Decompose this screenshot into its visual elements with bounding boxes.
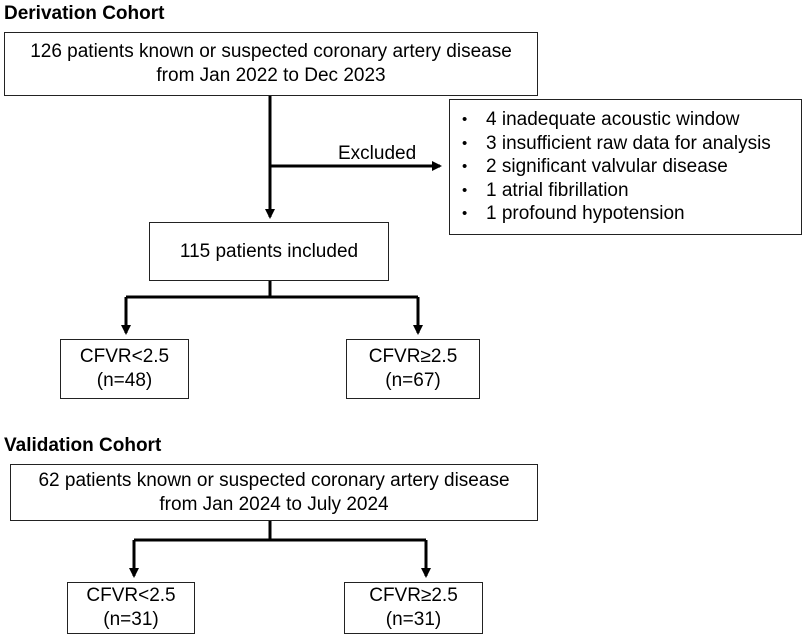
excluded-label: Excluded <box>338 143 417 164</box>
exclusion-item: •2 significant valvular disease <box>462 156 728 177</box>
derivation-source-box: 126 patients known or suspected coronary… <box>4 32 538 96</box>
derivation-source-line1: 126 patients known or suspected coronary… <box>30 41 512 62</box>
derivation-high-count: (n=67) <box>385 370 441 391</box>
exclusion-item: •3 insufficient raw data for analysis <box>462 132 771 154</box>
included-label: 115 patients included <box>179 240 359 262</box>
validation-high-label: CFVR≥2.5 <box>369 585 458 606</box>
validation-low-count: (n=31) <box>103 609 159 630</box>
derivation-low-group-box: CFVR<2.5 (n=48) <box>60 339 189 399</box>
exclusion-item: •4 inadequate acoustic window <box>462 109 740 130</box>
derivation-high-label: CFVR≥2.5 <box>368 346 458 367</box>
validation-source-line2: from Jan 2024 to July 2024 <box>159 493 389 515</box>
included-box: 115 patients included <box>149 222 389 281</box>
derivation-low-count: (n=48) <box>96 370 153 391</box>
validation-high-count: (n=31) <box>385 609 442 630</box>
validation-low-label: CFVR<2.5 <box>86 585 176 606</box>
derivation-high-group-box: CFVR≥2.5 (n=67) <box>346 339 480 399</box>
exclusion-list-box: •4 inadequate acoustic window •3 insuffi… <box>449 99 802 235</box>
derivation-heading: Derivation Cohort <box>4 3 165 24</box>
validation-low-group-box: CFVR<2.5 (n=31) <box>67 582 195 634</box>
validation-source-box: 62 patients known or suspected coronary … <box>10 464 538 521</box>
derivation-low-label: CFVR<2.5 <box>79 346 170 367</box>
exclusion-item: •1 atrial fibrillation <box>462 179 629 201</box>
exclusion-item: •1 profound hypotension <box>462 203 685 224</box>
validation-high-group-box: CFVR≥2.5 (n=31) <box>344 582 483 634</box>
validation-source-line1: 62 patients known or suspected coronary … <box>38 469 510 491</box>
validation-heading: Validation Cohort <box>4 435 162 456</box>
derivation-source-line2: from Jan 2022 to Dec 2023 <box>156 65 386 86</box>
